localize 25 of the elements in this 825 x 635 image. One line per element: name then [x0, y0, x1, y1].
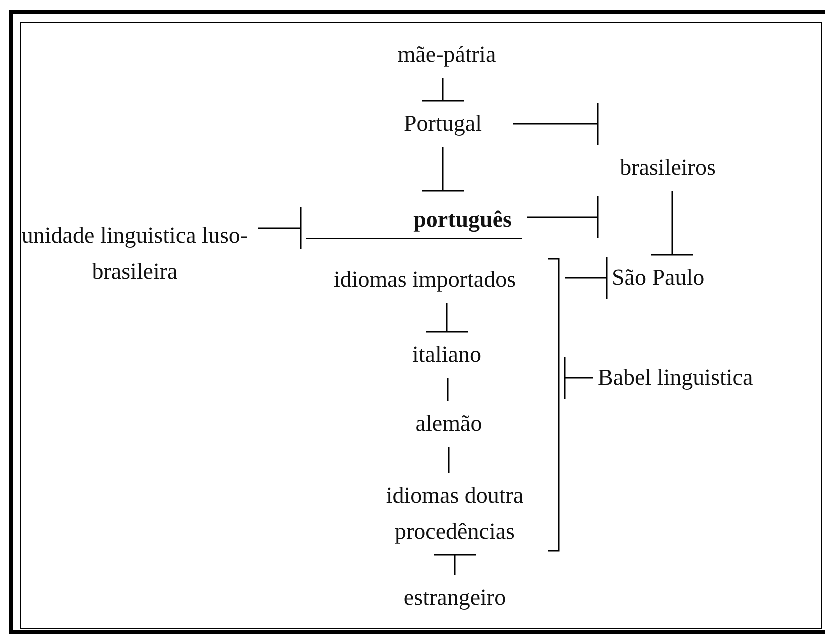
bar-connector [258, 206, 302, 250]
term-label: alemão [389, 406, 509, 442]
term-label: Portugal [378, 106, 508, 142]
bar-connector [421, 78, 465, 102]
bar-connector [650, 191, 694, 256]
connector-line [447, 378, 449, 401]
term-label: unidade linguistica luso-brasileira [17, 218, 253, 290]
term-label: mãe-pátria [367, 37, 527, 73]
bar-connector [425, 303, 469, 333]
term-label: italiano [387, 337, 507, 373]
term-label: Babel linguistica [598, 360, 813, 396]
bracket [548, 258, 560, 552]
bar-connector [527, 196, 599, 240]
bar-connector [513, 102, 599, 146]
term-label: brasileiros [603, 150, 733, 186]
term-label: idiomas doutra procedências [360, 478, 550, 550]
bar-connector [565, 256, 608, 300]
underlined-term: português [306, 196, 522, 239]
bar-connector [564, 356, 593, 400]
bar-connector [421, 147, 465, 192]
term-label: São Paulo [612, 260, 752, 296]
connector-line [448, 447, 450, 473]
term-label: idiomas importados [307, 262, 543, 298]
term-label: estrangeiro [380, 580, 530, 616]
bar-connector [433, 554, 477, 575]
